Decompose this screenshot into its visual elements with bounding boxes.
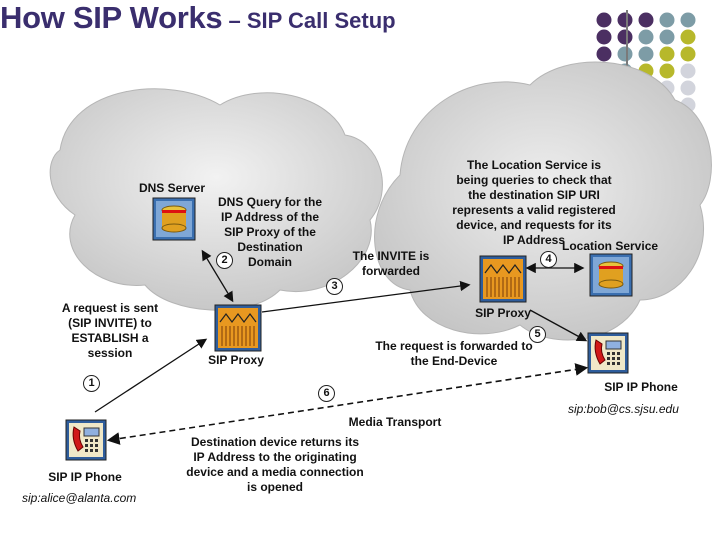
- destination-returns-text: Destination device returns its IP Addres…: [186, 435, 364, 494]
- location-description-text: The Location Service is being queries to…: [452, 158, 616, 247]
- decorative-dot: [617, 12, 633, 28]
- step-5-marker: 5: [529, 326, 546, 343]
- decorative-dot: [659, 46, 675, 62]
- dns-query-text: DNS Query for the IP Address of the SIP …: [217, 195, 322, 269]
- arrow-invite-forwarded: [261, 280, 471, 313]
- decorative-dot: [680, 29, 696, 45]
- sip-phone-right-icon: [587, 332, 629, 374]
- dns-server-icon: [152, 197, 196, 241]
- step-1-marker: 1: [83, 375, 100, 392]
- forwarded-end-device-text: The request is forwarded to the End-Devi…: [375, 339, 533, 368]
- network-cloud-left: [49, 88, 383, 311]
- arrow-dns-query: [201, 249, 234, 303]
- sip-proxy-right-icon: [479, 255, 527, 303]
- sip-phone-left-label: SIP IP Phone: [48, 470, 122, 484]
- decorative-dot: [638, 46, 654, 62]
- decorative-dot: [659, 63, 675, 79]
- decorative-dot: [680, 80, 696, 96]
- decorative-dot: [680, 12, 696, 28]
- location-service-database-icon: [589, 253, 633, 297]
- decorative-dot: [617, 46, 633, 62]
- decorative-dot: [680, 63, 696, 79]
- sip-proxy-right-label: SIP Proxy: [475, 306, 531, 320]
- step-6-marker: 6: [318, 385, 335, 402]
- page-title: How SIP Works – SIP Call Setup: [0, 0, 396, 35]
- arrow-forward-end-device: [529, 309, 588, 342]
- sip-phone-left-icon: [65, 419, 107, 461]
- arrow-media-transport: [106, 363, 589, 445]
- step-3-marker: 3: [326, 278, 343, 295]
- decorative-dot: [617, 29, 633, 45]
- decorative-dot: [638, 12, 654, 28]
- step-2-marker: 2: [216, 252, 233, 269]
- decorative-dot: [659, 12, 675, 28]
- sip-phone-right-label: SIP IP Phone: [604, 380, 678, 394]
- sip-proxy-left-icon: [214, 304, 262, 352]
- decorative-dot: [596, 29, 612, 45]
- decorative-dot: [638, 29, 654, 45]
- bob-sip-uri: sip:bob@cs.sjsu.edu: [568, 402, 679, 416]
- request-sent-text: A request is sent (SIP INVITE) to ESTABL…: [61, 301, 159, 360]
- location-service-label: Location Service: [562, 239, 659, 253]
- sip-proxy-left-label: SIP Proxy: [208, 353, 264, 367]
- decorative-dot: [659, 29, 675, 45]
- decorative-dot: [596, 12, 612, 28]
- decorative-dot: [680, 46, 696, 62]
- alice-sip-uri: sip:alice@alanta.com: [22, 491, 137, 505]
- invite-forwarded-text: The INVITE is forwarded: [352, 249, 430, 278]
- dns-server-label: DNS Server: [138, 181, 206, 195]
- step-4-marker: 4: [540, 251, 557, 268]
- decorative-dot: [596, 46, 612, 62]
- media-transport-label: Media Transport: [348, 415, 442, 429]
